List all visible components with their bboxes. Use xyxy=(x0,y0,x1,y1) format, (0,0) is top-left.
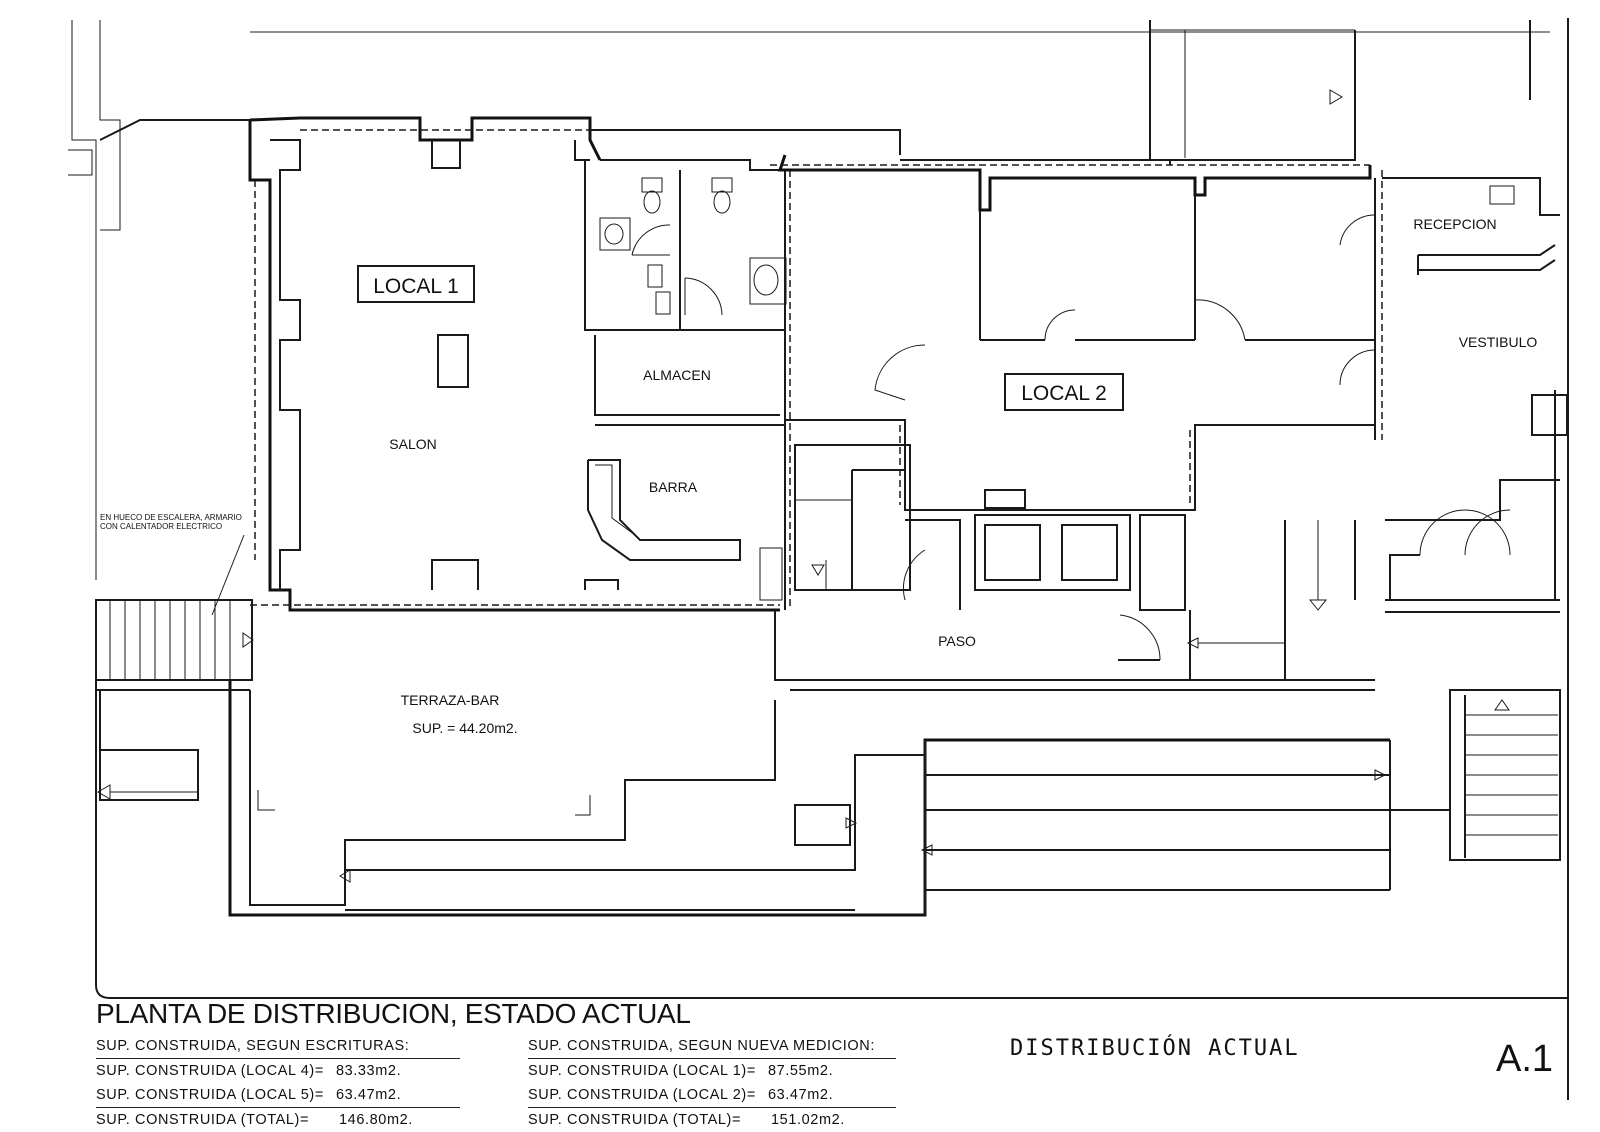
bottom-boundary-line xyxy=(95,680,1568,999)
terraza-area-label: SUP. = 44.20m2. xyxy=(412,720,517,736)
stair-top-right xyxy=(1149,20,1356,161)
row-label: SUP. CONSTRUIDA (TOTAL)= xyxy=(528,1112,742,1128)
medicion-table: SUP. CONSTRUIDA, SEGUN NUEVA MEDICION: S… xyxy=(528,1036,896,1132)
recepcion-label: RECEPCION xyxy=(1413,216,1496,232)
local-1-label: LOCAL 1 xyxy=(373,275,459,298)
terraza-label: TERRAZA-BAR xyxy=(401,692,500,708)
local-2-label-box xyxy=(1004,373,1124,411)
lifts xyxy=(905,489,1186,611)
medicion-header: SUP. CONSTRUIDA, SEGUN NUEVA MEDICION: xyxy=(528,1036,896,1059)
salon-label: SALON xyxy=(389,436,436,452)
row-value: 87.55m2. xyxy=(767,1063,834,1079)
escrituras-table: SUP. CONSTRUIDA, SEGUN ESCRITURAS: SUP. … xyxy=(96,1036,460,1132)
paso-walls xyxy=(774,520,1560,691)
note-leader-line xyxy=(211,534,245,616)
direction-arrows xyxy=(97,89,1510,883)
row-value: 63.47m2. xyxy=(335,1087,402,1103)
table-row: SUP. CONSTRUIDA (TOTAL)= 151.02m2. xyxy=(528,1107,896,1132)
row-value: 151.02m2. xyxy=(771,1112,845,1128)
stair-lower-right xyxy=(1449,689,1561,861)
bar-counter xyxy=(587,459,783,601)
handwritten-note: DISTRIBUCIÓN ACTUAL xyxy=(1010,1036,1300,1061)
left-neighbour-wall xyxy=(68,20,250,580)
vestibulo-label: VESTIBULO xyxy=(1459,334,1538,350)
local-2-walls xyxy=(770,154,1383,511)
stair-left xyxy=(95,599,253,681)
escrituras-header: SUP. CONSTRUIDA, SEGUN ESCRITURAS: xyxy=(96,1036,460,1059)
table-row: SUP. CONSTRUIDA (LOCAL 1)= 87.55m2. xyxy=(528,1059,896,1083)
table-row: SUP. CONSTRUIDA (LOCAL 4)= 83.33m2. xyxy=(96,1059,460,1083)
local-2-label: LOCAL 2 xyxy=(1021,382,1107,405)
paso-label: PASO xyxy=(938,633,976,649)
local-1-label-box xyxy=(357,265,475,303)
local-1-partitions xyxy=(584,159,791,610)
reception-area xyxy=(1382,177,1568,600)
wc-fixtures xyxy=(599,177,787,316)
barra-label: BARRA xyxy=(649,479,698,495)
hueco-note-line-1: EN HUECO DE ESCALERA, ARMARIO xyxy=(100,513,242,522)
row-label: SUP. CONSTRUIDA (LOCAL 4)= xyxy=(96,1063,324,1079)
terrace-outline xyxy=(96,680,1450,917)
table-row: SUP. CONSTRUIDA (LOCAL 5)= 63.47m2. xyxy=(96,1083,460,1107)
drawing-title: PLANTA DE DISTRIBUCION, ESTADO ACTUAL xyxy=(96,998,691,1029)
stair-center xyxy=(794,444,911,591)
local-1-walls xyxy=(248,116,901,612)
row-label: SUP. CONSTRUIDA (LOCAL 5)= xyxy=(96,1087,324,1103)
row-value: 83.33m2. xyxy=(335,1063,402,1079)
column xyxy=(437,334,469,388)
row-label: SUP. CONSTRUIDA (LOCAL 2)= xyxy=(528,1087,756,1103)
table-row: SUP. CONSTRUIDA (TOTAL)= 146.80m2. xyxy=(96,1107,460,1132)
hueco-note-line-2: CON CALENTADOR ELECTRICO xyxy=(100,522,222,531)
almacen-label: ALMACEN xyxy=(643,367,711,383)
table-row: SUP. CONSTRUIDA (LOCAL 2)= 63.47m2. xyxy=(528,1083,896,1107)
row-value: 146.80m2. xyxy=(339,1112,413,1128)
row-value: 63.47m2. xyxy=(767,1087,834,1103)
sheet-number: A.1 xyxy=(1496,1038,1554,1080)
small-stair xyxy=(794,804,851,846)
row-label: SUP. CONSTRUIDA (LOCAL 1)= xyxy=(528,1063,756,1079)
row-label: SUP. CONSTRUIDA (TOTAL)= xyxy=(96,1112,310,1128)
